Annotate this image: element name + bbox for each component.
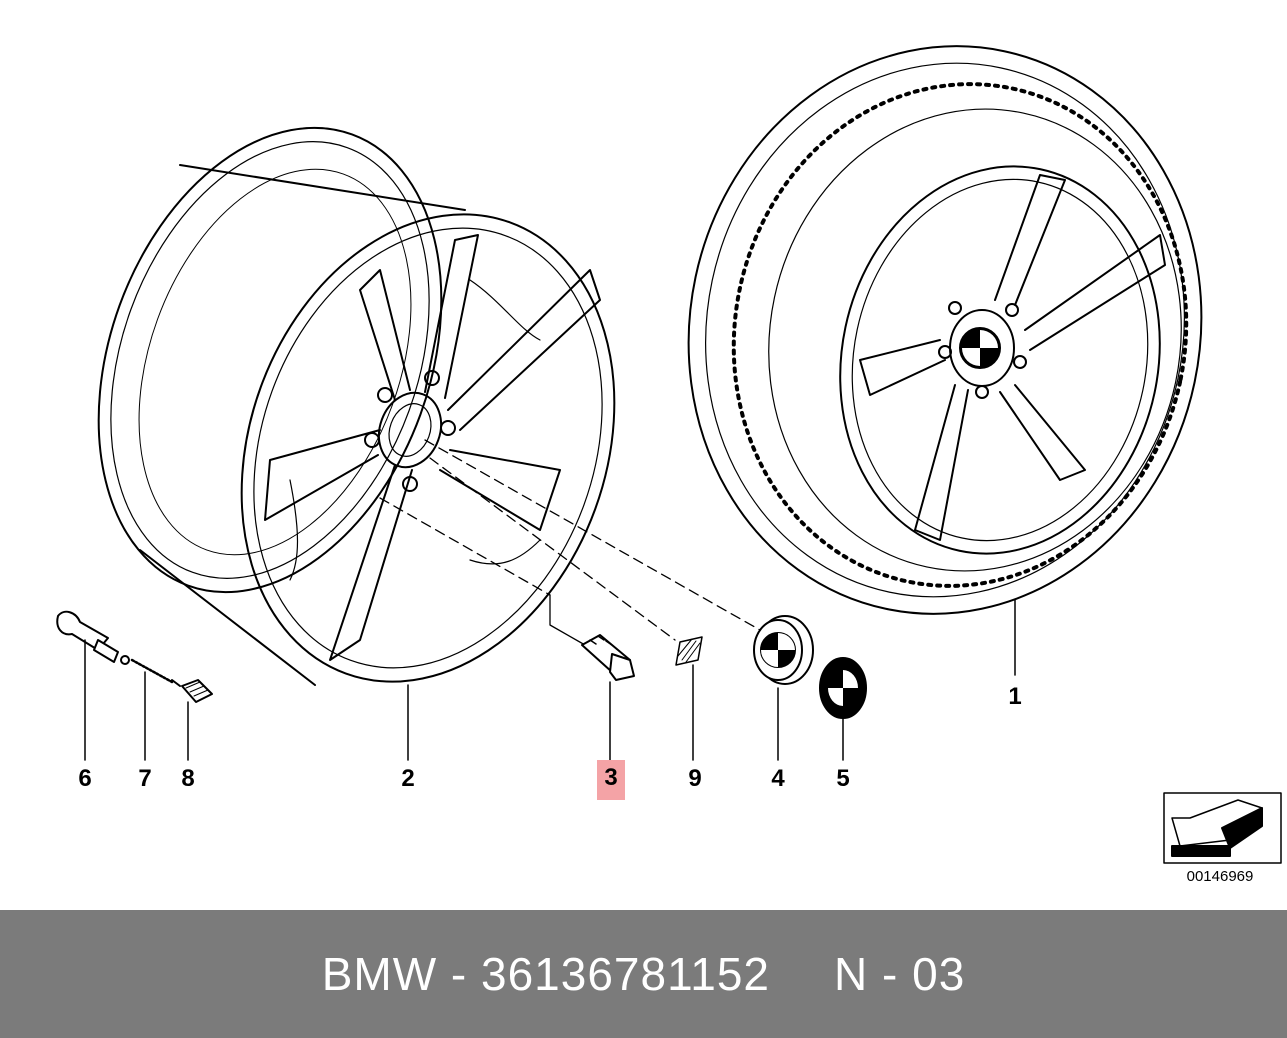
footer-brand: BMW: [321, 948, 438, 1000]
footer-position: N - 03: [834, 948, 966, 1000]
callout-1: 1: [1008, 683, 1022, 710]
callout-5: 5: [836, 765, 850, 792]
catalog-code: 00146969: [1186, 868, 1254, 885]
callout-2: 2: [401, 765, 415, 792]
wheel-bolt-drawing: [581, 634, 635, 761]
hub-cap-drawing: [753, 615, 814, 761]
callout-9: 9: [688, 765, 702, 792]
emblem-drawing: [819, 657, 867, 761]
sticker-drawing: [675, 636, 703, 761]
callout-6: 6: [78, 765, 92, 792]
complete-wheel-drawing: [687, 45, 1203, 615]
callout-7: 7: [138, 765, 152, 792]
callout-4: 4: [771, 765, 785, 792]
valve-drawing: [56, 610, 213, 761]
direction-arrow-icon: [1163, 792, 1282, 864]
footer-dash: -: [450, 948, 468, 1000]
footer-part-number: 36136781152: [481, 948, 771, 1000]
callout-3-highlighted: 3: [597, 760, 625, 800]
rim-drawing: [97, 126, 616, 686]
parts-diagram: [56, 45, 1282, 864]
footer-bar: BMW - 36136781152 N - 03: [0, 910, 1287, 1038]
callout-8: 8: [181, 765, 195, 792]
